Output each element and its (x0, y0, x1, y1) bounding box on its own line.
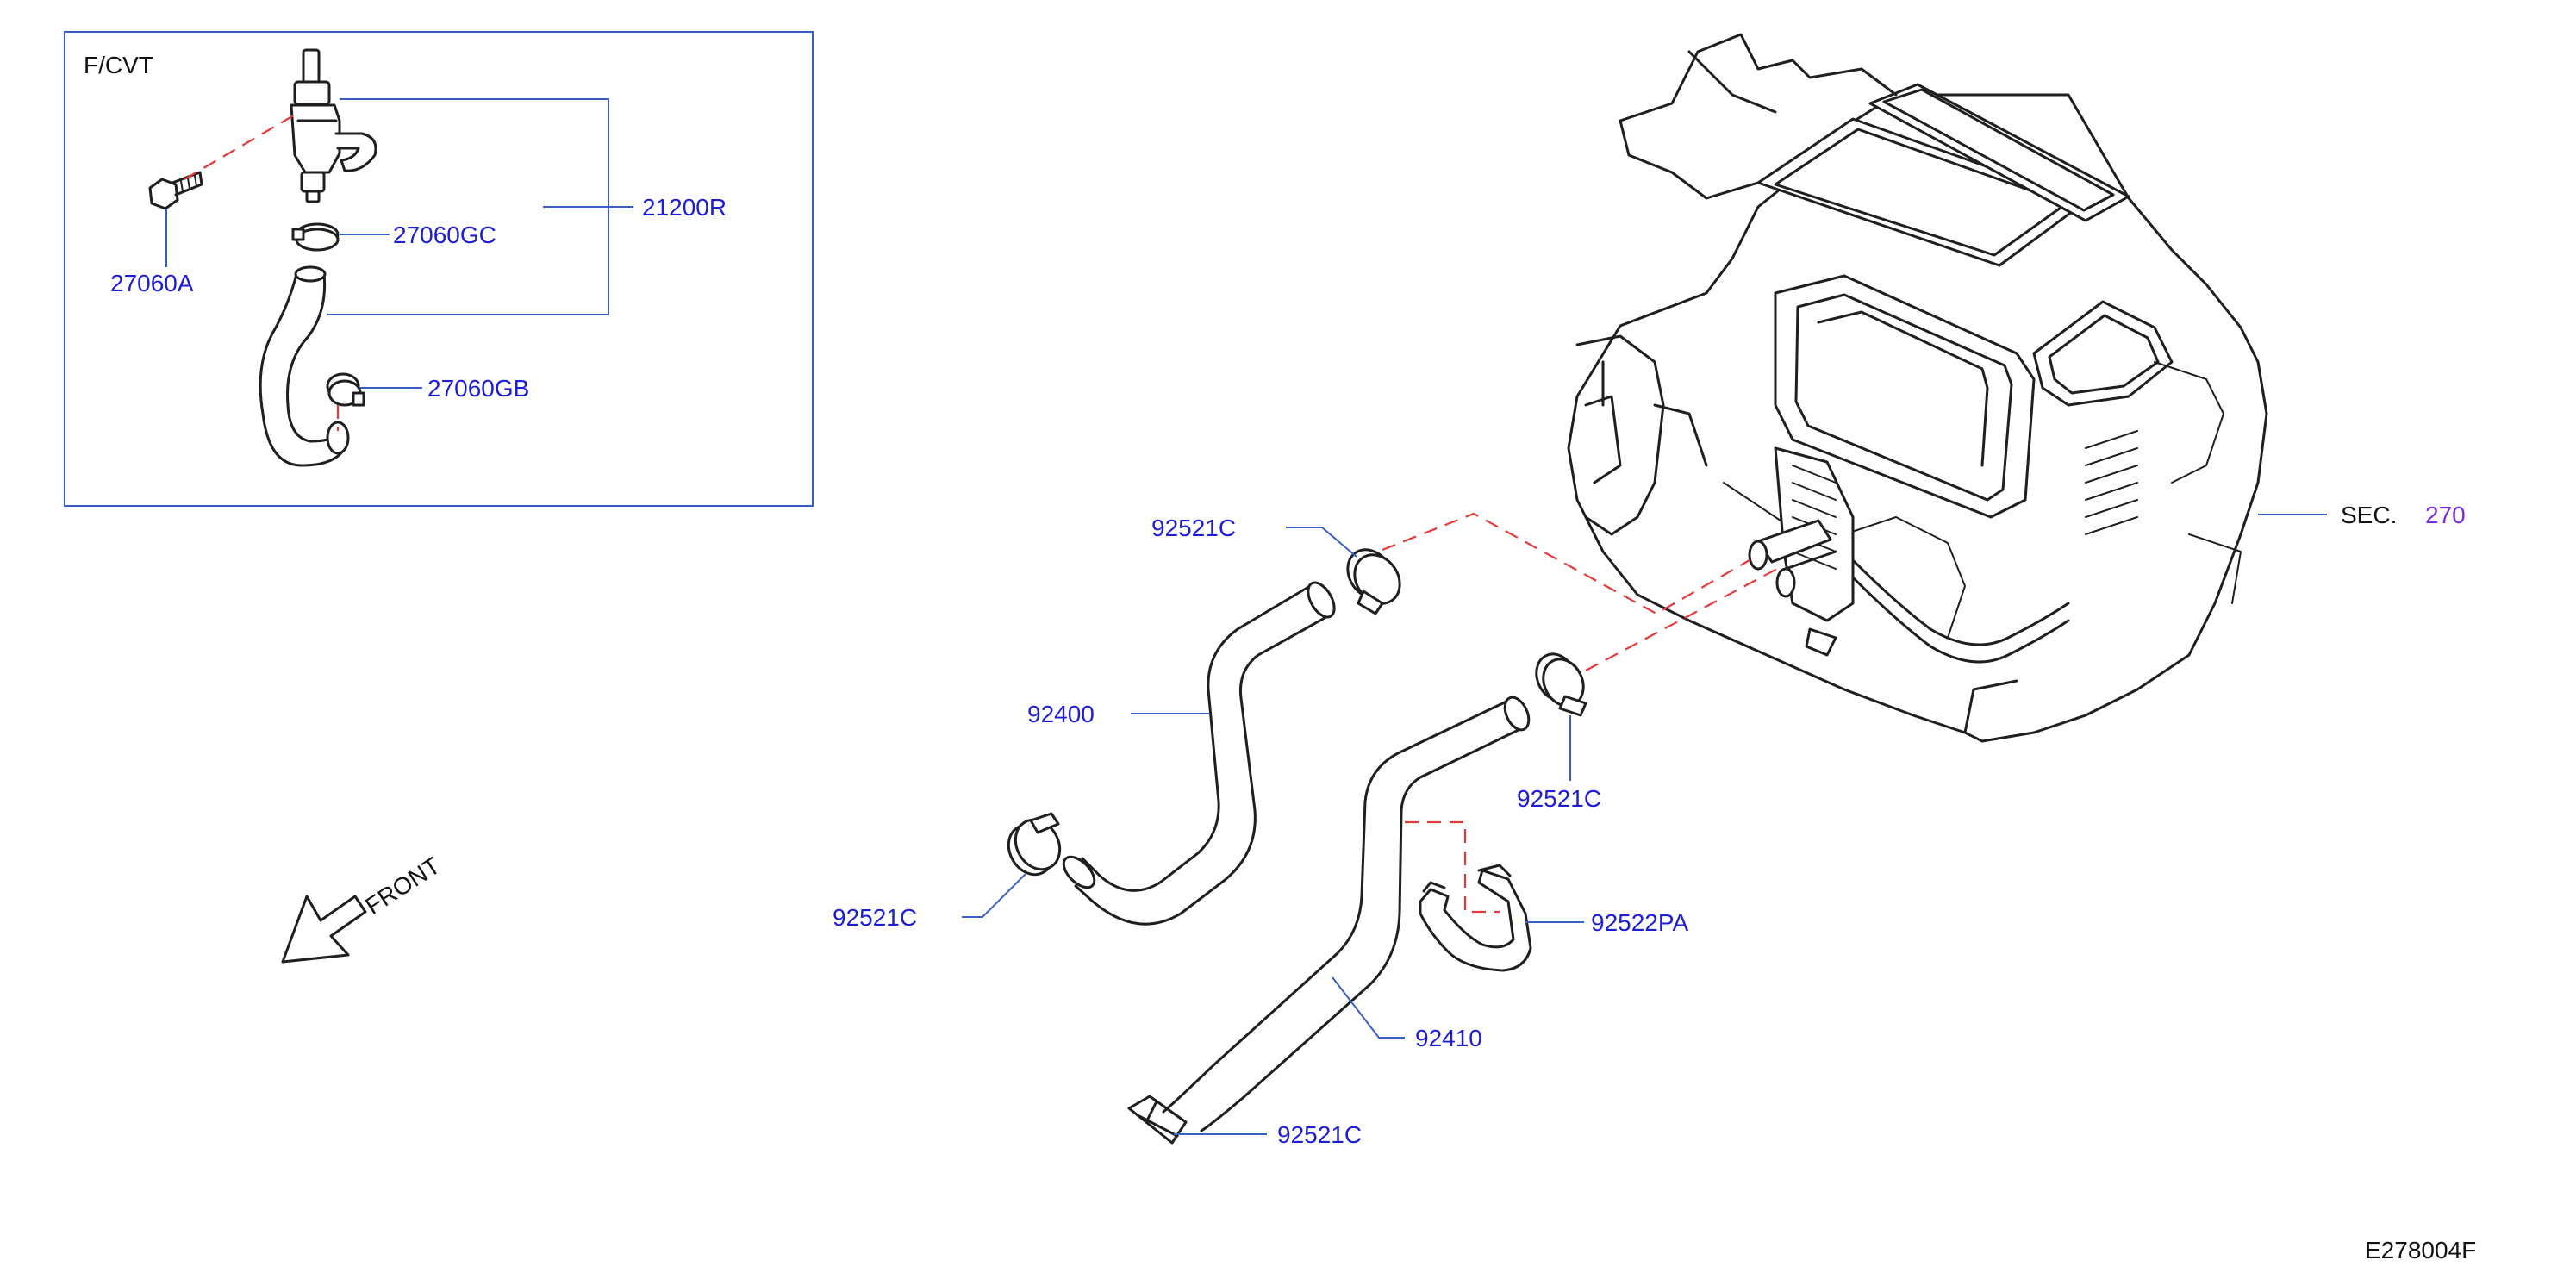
guide-bracket (1405, 820, 1500, 914)
bolt-guide-line (184, 113, 297, 180)
label-92521c-top: 92521C (1151, 515, 1236, 541)
diagram-code: E278004F (2365, 1237, 2476, 1263)
label-92522pa: 92522PA (1591, 909, 1688, 936)
front-arrow (281, 895, 367, 964)
heater-unit-drawing (1567, 33, 2268, 743)
label-92410: 92410 (1415, 1025, 1482, 1051)
leader-92410 (1332, 976, 1405, 1039)
label-92521c-left: 92521C (833, 904, 917, 931)
hose-92400-drawing (1062, 581, 1336, 926)
bolt-27060a-drawing (148, 171, 203, 210)
clamp-92521c-right-drawing (1535, 652, 1587, 717)
leader-92521c-left (962, 873, 1026, 918)
inset-frame (64, 31, 814, 507)
label-27060gb: 27060GB (427, 375, 529, 402)
label-92521c-bottom: 92521C (1277, 1121, 1362, 1148)
guide-upper-hose (1382, 512, 1750, 615)
label-92400: 92400 (1027, 701, 1095, 727)
hose-92410-drawing (1162, 696, 1531, 1132)
sec-prefix-label: SEC. (2341, 502, 2397, 528)
clamp-92521c-top-drawing (1346, 548, 1401, 615)
clamp-27060gc-drawing (291, 222, 340, 252)
inset-hose-lower-end (326, 421, 350, 455)
label-92521c-right: 92521C (1517, 785, 1601, 812)
leader-92521c-top (1286, 527, 1357, 558)
label-27060gc: 27060GC (393, 221, 496, 248)
clamp-92521c-bottom-drawing (1127, 1095, 1188, 1145)
label-27060a: 27060A (110, 270, 194, 296)
inset-hose-end (294, 265, 327, 283)
clamp-27060gb-drawing (326, 372, 365, 407)
front-label: FRONT (360, 852, 445, 920)
label-21200r: 21200R (642, 194, 727, 221)
leader-21200r (327, 98, 633, 315)
inset-title: F/CVT (84, 52, 153, 78)
inset-fcvt: F/CVT (64, 31, 814, 507)
guide-lower-hose (1585, 568, 1778, 671)
bracket-92522pa-drawing (1419, 864, 1532, 972)
valve-21200r-drawing (290, 48, 377, 203)
clamp-92521c-left-drawing (1007, 812, 1062, 877)
sec-number-label: 270 (2425, 502, 2466, 528)
